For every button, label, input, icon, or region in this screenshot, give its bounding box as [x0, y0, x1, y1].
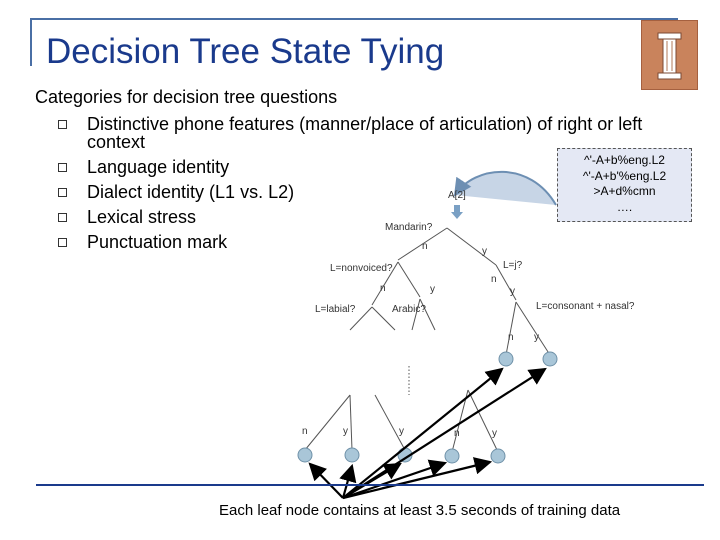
- callout-line: ….: [616, 199, 633, 214]
- callout-curved-arrow: [453, 170, 557, 206]
- branch-label-yes: y: [492, 428, 497, 439]
- branch-label-no: n: [454, 428, 460, 439]
- branch-label-yes: y: [482, 246, 487, 257]
- bullet-text: Distinctive phone features (manner/place…: [87, 114, 643, 152]
- branch-label-no: n: [380, 283, 386, 294]
- bullet-text: Language identity: [87, 157, 230, 177]
- checkbox-bullet-icon: [58, 120, 67, 129]
- state-list-callout: ^'-A+b%eng.L2 ^'-A+b'%eng.L2 >A+d%cmn ….: [557, 148, 692, 222]
- branch-label-yes: y: [534, 332, 539, 343]
- root-down-arrow-icon: [454, 205, 460, 213]
- question-category-list: Distinctive phone features (manner/place…: [58, 112, 677, 255]
- branch-label-no: n: [422, 241, 428, 252]
- checkbox-bullet-icon: [58, 238, 67, 247]
- pointer-arrow: [342, 457, 493, 500]
- slide-frame-left: [30, 18, 32, 66]
- footer-divider: [36, 484, 704, 486]
- branch-label-no: n: [508, 332, 514, 343]
- question-l-is-j: L=j?: [503, 260, 523, 271]
- question-labial: L=labial?: [315, 304, 356, 315]
- university-logo: [641, 20, 698, 90]
- branch-label-no: n: [491, 274, 497, 285]
- slide-frame-top: [30, 18, 678, 20]
- bullet-text: Dialect identity (L1 vs. L2): [87, 182, 295, 202]
- leaf-node-caption: Each leaf node contains at least 3.5 sec…: [219, 502, 621, 519]
- branch-label-no: n: [302, 426, 308, 437]
- pointer-arrow: [342, 459, 448, 500]
- callout-line: >A+d%cmn: [593, 184, 656, 198]
- checkbox-bullet-icon: [58, 188, 67, 197]
- slide-title: Decision Tree State Tying: [46, 32, 445, 71]
- list-item: Language identity: [58, 155, 677, 180]
- question-arabic: Arabic?: [392, 304, 426, 315]
- pointer-arrow: [342, 367, 504, 499]
- leaf-node: [490, 448, 506, 464]
- list-item: Distinctive phone features (manner/place…: [58, 112, 677, 155]
- leaf-node: [498, 351, 514, 367]
- bullet-text: Lexical stress: [87, 207, 197, 227]
- leaf-node: [444, 448, 460, 464]
- question-consonant-nasal: L=consonant + nasal?: [536, 301, 635, 312]
- question-nonvoiced: L=nonvoiced?: [330, 263, 393, 274]
- leaf-node: [344, 447, 360, 463]
- leaf-node: [297, 447, 313, 463]
- list-item: Punctuation mark: [58, 230, 677, 255]
- question-mandarin: Mandarin?: [385, 222, 433, 233]
- pointer-arrow: [308, 462, 344, 499]
- branch-label-yes: y: [343, 426, 348, 437]
- branch-label-yes: y: [399, 426, 404, 437]
- list-item: Dialect identity (L1 vs. L2): [58, 180, 677, 205]
- leaf-node: [542, 351, 558, 367]
- checkbox-bullet-icon: [58, 213, 67, 222]
- branch-label-yes: y: [430, 284, 435, 295]
- pointer-arrow: [342, 367, 547, 499]
- root-label: A[2]: [448, 190, 466, 201]
- checkbox-bullet-icon: [58, 163, 67, 172]
- bullet-text: Punctuation mark: [87, 232, 228, 252]
- callout-line: ^'-A+b'%eng.L2: [582, 168, 667, 183]
- list-item: Lexical stress: [58, 205, 677, 230]
- branch-label-yes: y: [510, 286, 515, 297]
- pointer-arrow: [339, 463, 357, 499]
- callout-line: ^'-A+b%eng.L2: [584, 153, 665, 167]
- categories-heading: Categories for decision tree questions: [35, 87, 338, 107]
